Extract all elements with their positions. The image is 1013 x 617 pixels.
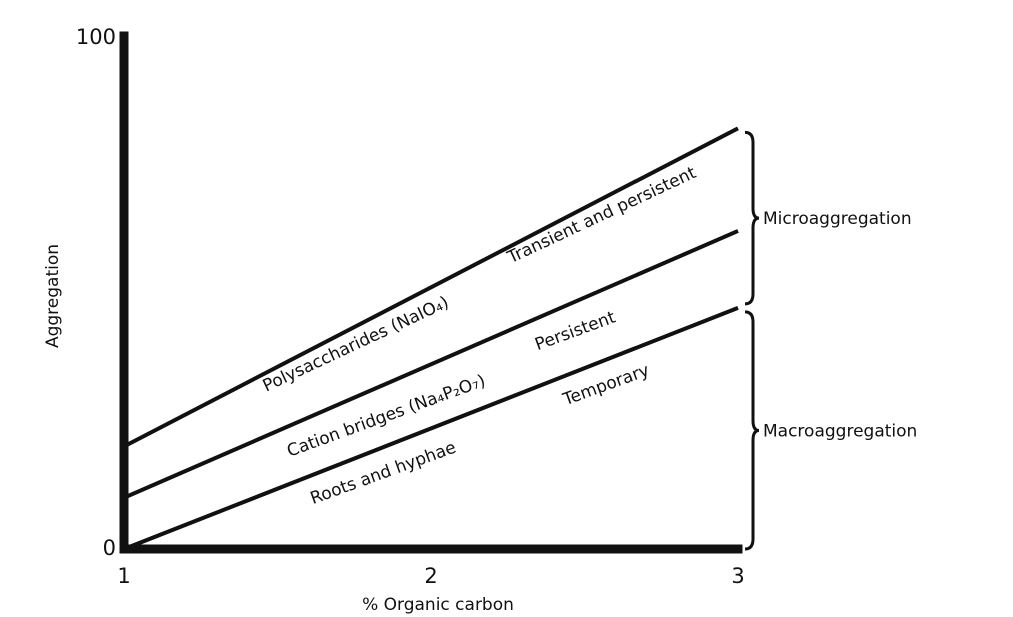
polysaccharides-line bbox=[123, 126, 739, 449]
cation-bridges-line bbox=[123, 229, 739, 500]
y-axis-label: Aggregation bbox=[43, 244, 63, 348]
roots-and-hyphae-line bbox=[123, 306, 739, 551]
y-tick-label-100: 100 bbox=[76, 25, 116, 49]
x-tick-label-1: 1 bbox=[117, 564, 130, 588]
microaggregation-bracket bbox=[744, 130, 760, 306]
x-tick-label-2: 2 bbox=[424, 564, 437, 588]
x-tick-label-3: 3 bbox=[731, 564, 744, 588]
macroaggregation-label: Macroaggregation bbox=[763, 421, 917, 441]
polysaccharides-label: Polysaccharides (NaIO₄) bbox=[260, 293, 452, 397]
y-tick-label-0: 0 bbox=[103, 536, 116, 560]
x-axis-label: % Organic carbon bbox=[362, 595, 514, 615]
transient-persistent-label: Transient and persistent bbox=[504, 163, 700, 269]
microaggregation-label: Microaggregation bbox=[763, 209, 912, 229]
macroaggregation-bracket bbox=[744, 310, 760, 551]
temporary-label: Temporary bbox=[560, 360, 653, 410]
